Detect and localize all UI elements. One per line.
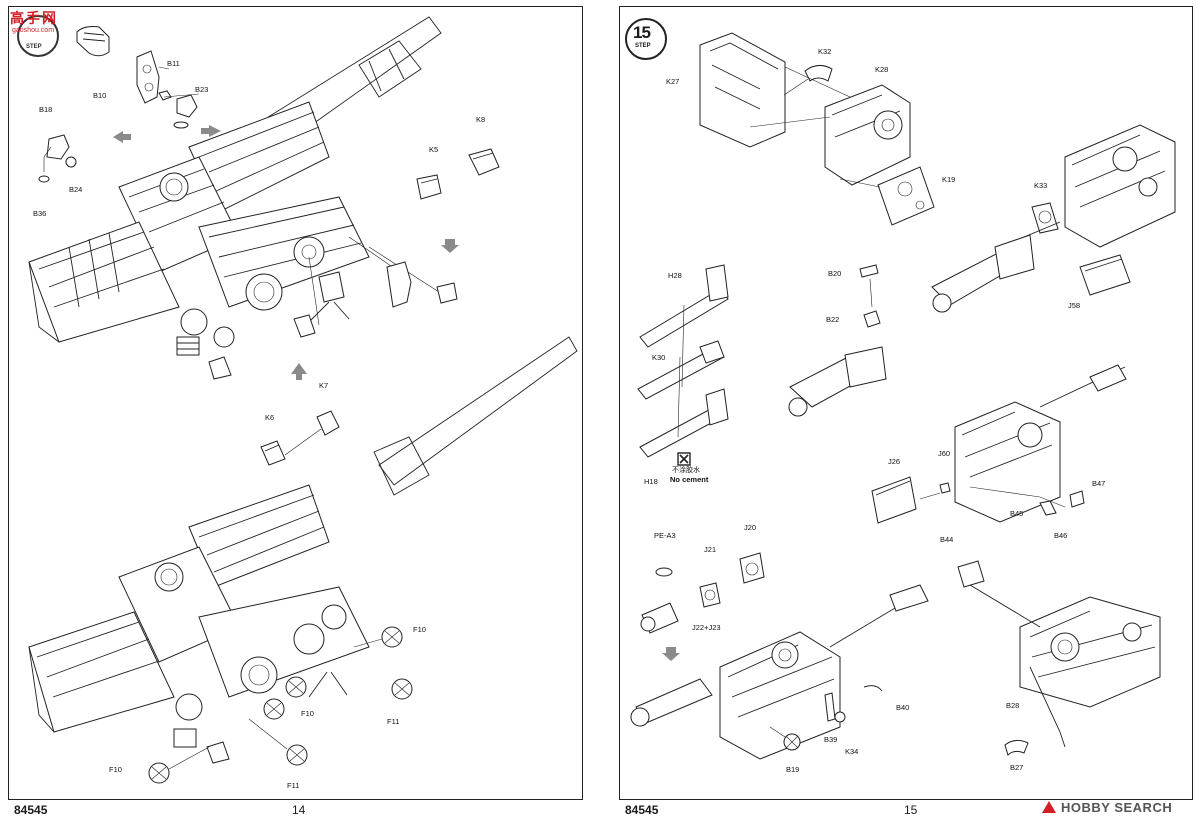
part-label: K7 — [319, 381, 329, 390]
part-label: B46 — [1054, 531, 1068, 540]
manual-page-right: 15 STEP K32 K27 K28 K19 K33 J58 B20 B22 … — [619, 6, 1193, 800]
part-label: K32 — [818, 47, 832, 56]
part-label: K8 — [476, 115, 486, 124]
part-label: F11 — [387, 717, 400, 726]
manual-page-left: B10 B11 B23 B18 B24 B36 K5 K8 K6 K7 F10 … — [8, 6, 583, 800]
part-label: J21 — [704, 545, 717, 554]
page-number-right: 15 — [904, 803, 918, 817]
parts-b20-b22 — [788, 264, 887, 417]
part-label: F10 — [109, 765, 122, 774]
parts-cluster-top-left — [38, 26, 200, 183]
part-label: B44 — [940, 535, 954, 544]
part-label: B24 — [69, 185, 83, 194]
assembly-k27-k28-k19 — [699, 32, 935, 226]
lower-howitzer-illustration — [28, 336, 578, 764]
watermark-logo: 高手网 gaoshou.com STEP — [6, 6, 70, 62]
part-label: H28 — [668, 271, 682, 280]
part-label: B20 — [828, 269, 842, 278]
watermark-step: STEP — [26, 44, 42, 50]
watermark-url: gaoshou.com — [12, 27, 55, 34]
assembly-k33-j58 — [931, 124, 1176, 313]
upper-howitzer-illustration — [28, 16, 442, 380]
part-label: F11 — [287, 781, 300, 790]
part-label: H18 — [644, 477, 658, 486]
hobby-search-logo-icon — [1042, 801, 1056, 813]
part-label: K5 — [429, 145, 439, 154]
step-badge-icon — [625, 18, 667, 60]
part-label: B40 — [896, 703, 910, 712]
parts-pe-a3-j20-j21-j22 — [640, 552, 765, 634]
assembly-arrow — [662, 647, 680, 661]
hobby-search-text: HOBBY SEARCH — [1061, 799, 1173, 815]
catalog-number-right: 84545 — [625, 803, 659, 817]
part-label: K33 — [1034, 181, 1048, 190]
part-label: B28 — [1006, 701, 1020, 710]
right-page-diagram — [625, 18, 1176, 760]
part-label: K27 — [666, 77, 680, 86]
part-label: B36 — [33, 209, 47, 218]
part-label: B22 — [826, 315, 840, 324]
assembly-lower-breech — [630, 584, 929, 760]
part-label: B11 — [167, 59, 180, 68]
assembly-b28-b27 — [957, 560, 1161, 756]
catalog-number-left: 84545 — [14, 803, 48, 817]
part-label: B18 — [39, 105, 53, 114]
part-label: J22+J23 — [692, 623, 721, 632]
part-label: K28 — [875, 65, 889, 74]
step-number: 15 — [633, 23, 651, 42]
watermark-brand: 高手网 — [10, 10, 58, 26]
part-label: B45 — [1010, 509, 1024, 518]
handwheels-f10-f11 — [148, 626, 413, 784]
left-page-diagram — [28, 16, 578, 784]
part-label: K30 — [652, 353, 666, 362]
part-label: J58 — [1068, 301, 1081, 310]
part-label: B23 — [195, 85, 209, 94]
frames-h28-k30-h18 — [637, 264, 729, 466]
part-label: J20 — [744, 523, 757, 532]
part-label: J26 — [888, 457, 901, 466]
hobby-search-watermark: HOBBY SEARCH — [1040, 796, 1172, 818]
part-label: B19 — [786, 765, 800, 774]
part-label: F10 — [301, 709, 314, 718]
part-label: J60 — [938, 449, 951, 458]
assembly-arrows — [113, 125, 459, 380]
watermark-badge-icon — [17, 15, 59, 57]
page-number-left: 14 — [292, 803, 306, 817]
no-cement-note-chinese: 不涂胶水 — [672, 467, 700, 474]
part-label: F10 — [413, 625, 426, 634]
parts-k5-k8 — [293, 148, 500, 338]
part-label: B47 — [1092, 479, 1106, 488]
parts-k6-k7 — [260, 410, 340, 466]
part-label: K19 — [942, 175, 956, 184]
no-cement-note-english: No cement — [670, 475, 709, 484]
assembly-j26-j60 — [871, 364, 1127, 524]
part-label: K34 — [845, 747, 859, 756]
step-label: STEP — [635, 43, 651, 49]
part-label: B10 — [93, 91, 107, 100]
part-label: PE-A3 — [654, 531, 676, 540]
part-label: K6 — [265, 413, 275, 422]
part-label: B39 — [824, 735, 838, 744]
part-label: B27 — [1010, 763, 1024, 772]
